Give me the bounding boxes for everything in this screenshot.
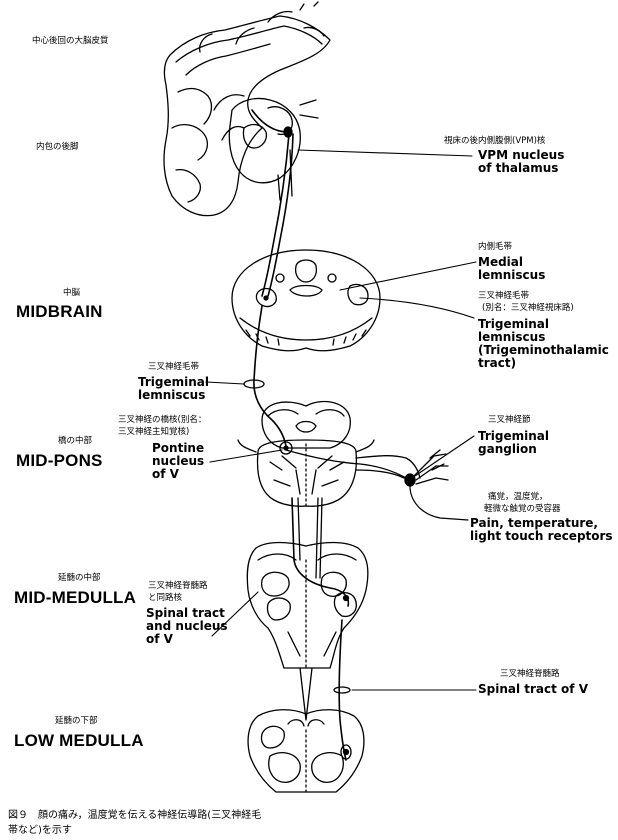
vpm-label-en-2: of thalamus [478, 162, 558, 175]
midmedulla-label-en: MID-MEDULLA [14, 588, 136, 607]
spinal-nucleus-label-jp-2: と同路核 [148, 594, 182, 604]
figure-caption-line-2: 帯など)を示す [8, 825, 72, 836]
midmedulla-outline [247, 543, 368, 669]
lowmedulla-label-en: LOW MEDULLA [14, 731, 144, 750]
medial-lemniscus-label-en-2: lemniscus [478, 269, 545, 282]
pontine-label-en-3: of V [152, 468, 179, 481]
medial-lemniscus-label-jp: 内側毛帯 [478, 243, 512, 253]
receptors-label-jp-1: 痛覚，温度覚， [488, 493, 548, 503]
internal-capsule-label-jp: 内包の後脚 [36, 143, 79, 153]
spinal-tract-label-jp: 三叉神経脊髄路 [500, 670, 560, 680]
trig-lemniscus-left-label-en-2: lemniscus [138, 389, 205, 402]
leader-lines [206, 150, 476, 690]
midbrain-outline [232, 250, 380, 351]
midmedulla-label-jp: 延髄の中部 [58, 574, 101, 584]
ganglion-label-jp: 三叉神経節 [488, 416, 531, 426]
receptors-label-en-2: light touch receptors [470, 530, 613, 543]
midbrain-section [232, 250, 380, 351]
midpons-base-outline [258, 440, 357, 506]
pontine-label-jp-1: 三叉神経の橋核(別名： [118, 416, 206, 426]
trig-lemniscus-left-label-jp: 三叉神経毛帯 [148, 363, 199, 373]
pontine-label-jp-2: 三叉神経主知覚核) [118, 428, 189, 438]
receptors-label-jp-2: 軽微な触覚の受容器 [484, 505, 561, 515]
spinal-nucleus-label-en-3: of V [146, 633, 173, 646]
ganglion-label-en-2: ganglion [478, 443, 537, 456]
trig-lemniscus-right-label-jp-2: (別名：三叉神経視床路) [482, 304, 574, 314]
lowmedulla-label-jp: 延髄の下部 [55, 717, 98, 727]
trig-lemniscus-right-label-en-4: tract) [478, 357, 516, 370]
midpons-label-en: MID-PONS [16, 451, 103, 470]
cortex-projection-fiber [252, 110, 288, 132]
lowmedulla-section [248, 710, 364, 792]
midbrain-label-en: MIDBRAIN [16, 302, 103, 321]
trig-lemniscus-right-label-jp-1: 三叉神経毛帯 [478, 292, 529, 302]
vpm-label-jp: 視床の後内側腹側(VPM)核 [444, 137, 545, 147]
spinal-nucleus-label-jp-1: 三叉神経脊髄路 [148, 582, 208, 592]
midpons-label-jp: 橋の中部 [58, 437, 92, 447]
spinal-tract-marker [334, 687, 350, 693]
midmedulla-section [247, 543, 368, 669]
cortex-drawing [164, 2, 330, 216]
figure-caption-line-1: 図９ 顔の痛み，温度覚を伝える神経伝導路(三叉神経毛 [8, 810, 261, 821]
spinal-tract-label-en: Spinal tract of V [478, 683, 588, 696]
midbrain-label-jp: 中脳 [63, 289, 80, 299]
cortex-label-jp: 中心後回の大脳皮質 [32, 37, 109, 47]
